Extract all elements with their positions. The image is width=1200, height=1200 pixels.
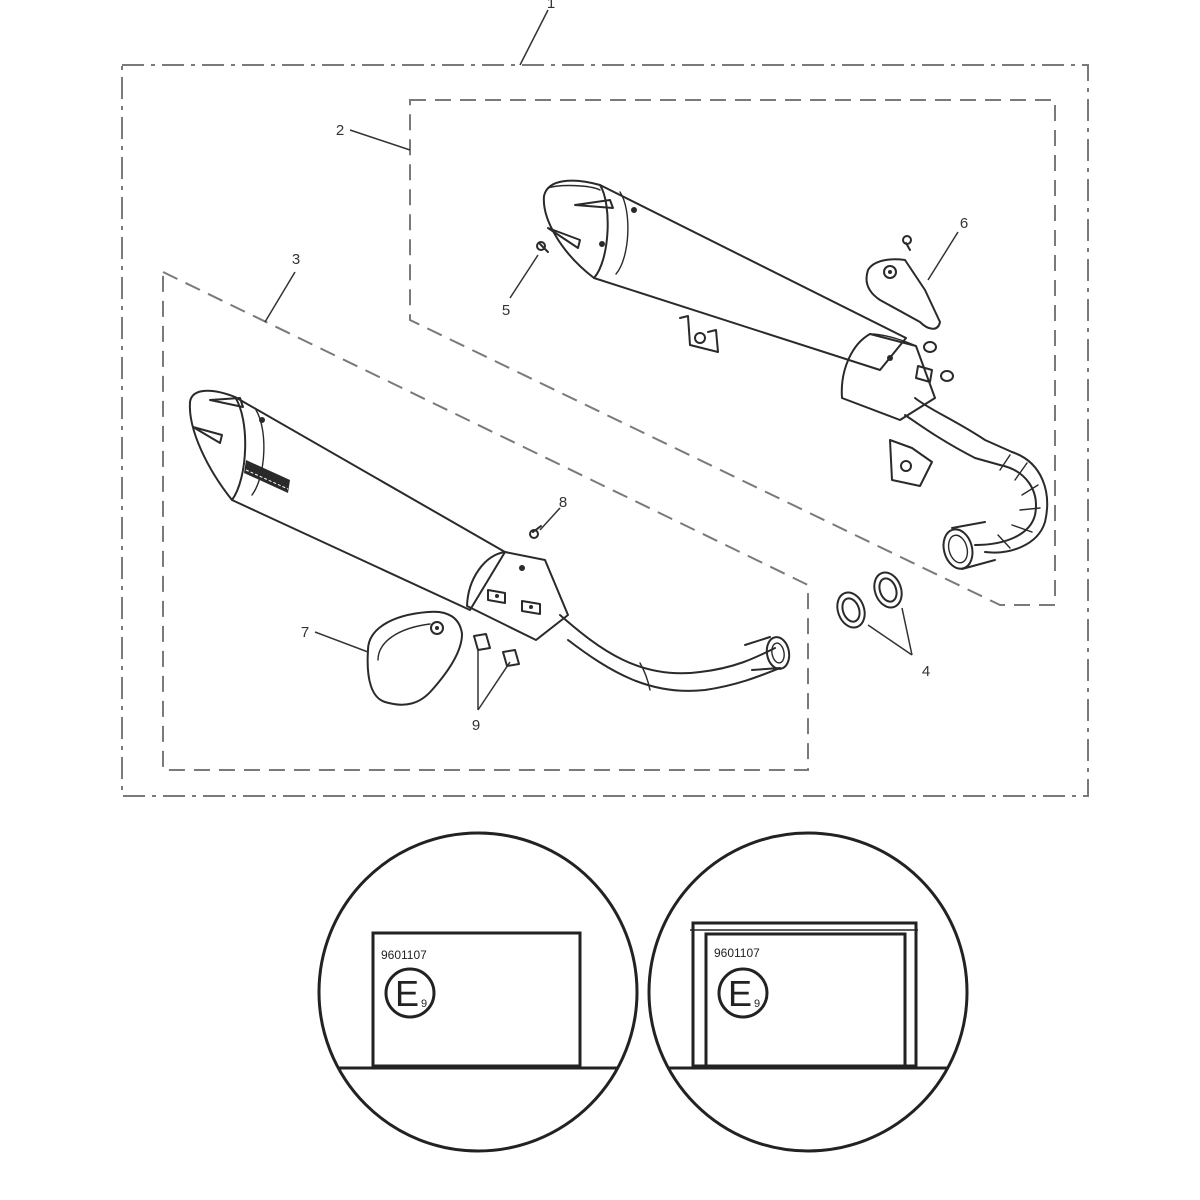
detail-circle-left: 9601107 E 9 [317,831,639,1153]
callout-2: 2 [336,122,344,139]
heat-shield-item-7 [366,610,463,706]
brand-logo-plate [244,460,290,493]
svg-text:9: 9 [754,998,760,1010]
bolt-item-5 [536,241,549,253]
callout-7: 7 [301,624,309,641]
callout-9: 9 [472,717,480,734]
svg-text:E: E [395,973,419,1014]
lower-silencer [188,389,791,692]
callout-8: 8 [559,494,567,511]
e-mark-right: E 9 [717,967,769,1019]
plate-number-left: 9601107 [381,948,427,962]
kit-frame-lower [162,270,809,771]
upper-silencer [542,179,1049,570]
kit-frame-upper [409,99,1056,606]
plate-number-right: 9601107 [714,946,760,960]
label-plate-right-inner [704,932,907,1068]
callout-4: 4 [922,663,930,680]
callout-5: 5 [502,302,510,319]
callout-3: 3 [292,251,300,268]
callout-1: 1 [547,0,555,12]
heat-shield-item-6 [865,235,941,330]
callout-6: 6 [960,215,968,232]
svg-text:E: E [728,973,752,1014]
detail-circle-right: 9601107 E 9 [647,831,969,1153]
e-mark-left: E 9 [384,967,436,1019]
gaskets-item-4 [836,571,903,629]
nuts-item-9 [473,633,520,667]
svg-text:9: 9 [421,998,427,1010]
kit-frame-outer [121,64,1089,797]
bolt-item-8 [529,525,542,539]
label-plate-left [371,931,582,1068]
